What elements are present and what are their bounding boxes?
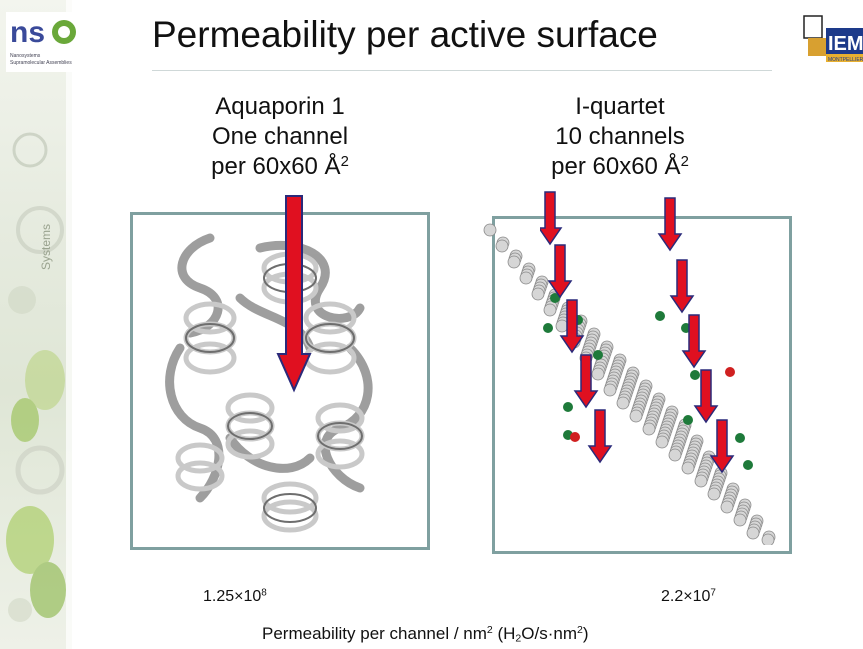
atom [507,255,521,269]
atom [531,287,545,301]
atom [746,526,760,540]
atom [483,223,497,237]
title-underline [152,70,772,71]
atom [642,422,656,436]
channel-arrow [681,314,707,369]
nso-logo: ns Nanosystems Supramolecular Assemblies [6,12,106,72]
iquartet-area: per 60x60 Å2 [551,153,689,180]
green-atom [563,402,573,412]
atom [495,239,509,253]
svg-text:Nanosystems: Nanosystems [10,53,41,59]
svg-text:Systems: Systems [39,224,53,270]
iquartet-flow-arrows [537,190,780,490]
decorative-sidebar: Systems [0,0,72,649]
atom [707,487,721,501]
atom [603,383,617,397]
aquaporin-frame [130,212,430,550]
iquartet-name: I-quartet [575,93,665,120]
aquaporin-permeability-value: 1.25×108 [203,587,267,605]
slide-title: Permeability per active surface [152,14,658,55]
green-atom [690,370,700,380]
channel-arrow [693,369,719,424]
iquartet-frame [492,216,792,554]
aquaporin-channel-count: One channel [211,123,349,150]
channel-arrow [657,197,683,252]
channel-arrow [669,259,695,314]
channel-arrow [537,191,563,246]
svg-text:Supramolecular Assemblies: Supramolecular Assemblies [10,60,72,66]
svg-text:IEM: IEM [828,33,863,55]
red-atom [570,432,580,442]
svg-text:MONTPELLIER: MONTPELLIER [828,57,863,62]
svg-text:ns: ns [10,16,45,49]
atom [761,533,775,547]
green-atom [543,323,553,333]
channel-arrow [559,299,585,354]
channel-arrow [573,354,599,409]
green-atom [655,311,665,321]
atom [519,271,533,285]
atom [681,461,695,475]
atom [668,448,682,462]
green-atom [550,293,560,303]
green-atom [735,433,745,443]
atom [616,396,630,410]
aquaporin-area: per 60x60 Å2 [211,153,349,180]
iem-logo: IEM MONTPELLIER [800,14,863,63]
channel-arrow [547,244,573,299]
red-atom [725,367,735,377]
green-atom [743,460,753,470]
iquartet-channel-count: 10 channels [555,123,685,150]
atom [629,409,643,423]
atom [543,303,557,317]
aquaporin-flow-arrow [276,194,312,394]
aquaporin-label: Aquaporin 1 One channel per 60x60 Å2 [180,92,380,182]
iquartet-structure-image [480,220,820,547]
permeability-caption: Permeability per channel / nm2 (H2O/s·nm… [262,624,589,645]
channel-arrow [587,409,613,464]
atom [591,367,605,381]
iquartet-permeability-value: 2.2×107 [661,587,716,605]
aquaporin-name: Aquaporin 1 [215,93,345,120]
atom [655,435,669,449]
atom [720,500,734,514]
green-atom [683,415,693,425]
atom [733,513,747,527]
iquartet-label: I-quartet 10 channels per 60x60 Å2 [520,92,720,182]
green-atom [593,350,603,360]
channel-arrow [709,419,735,474]
aquaporin-structure-image [140,208,420,548]
atom [694,474,708,488]
